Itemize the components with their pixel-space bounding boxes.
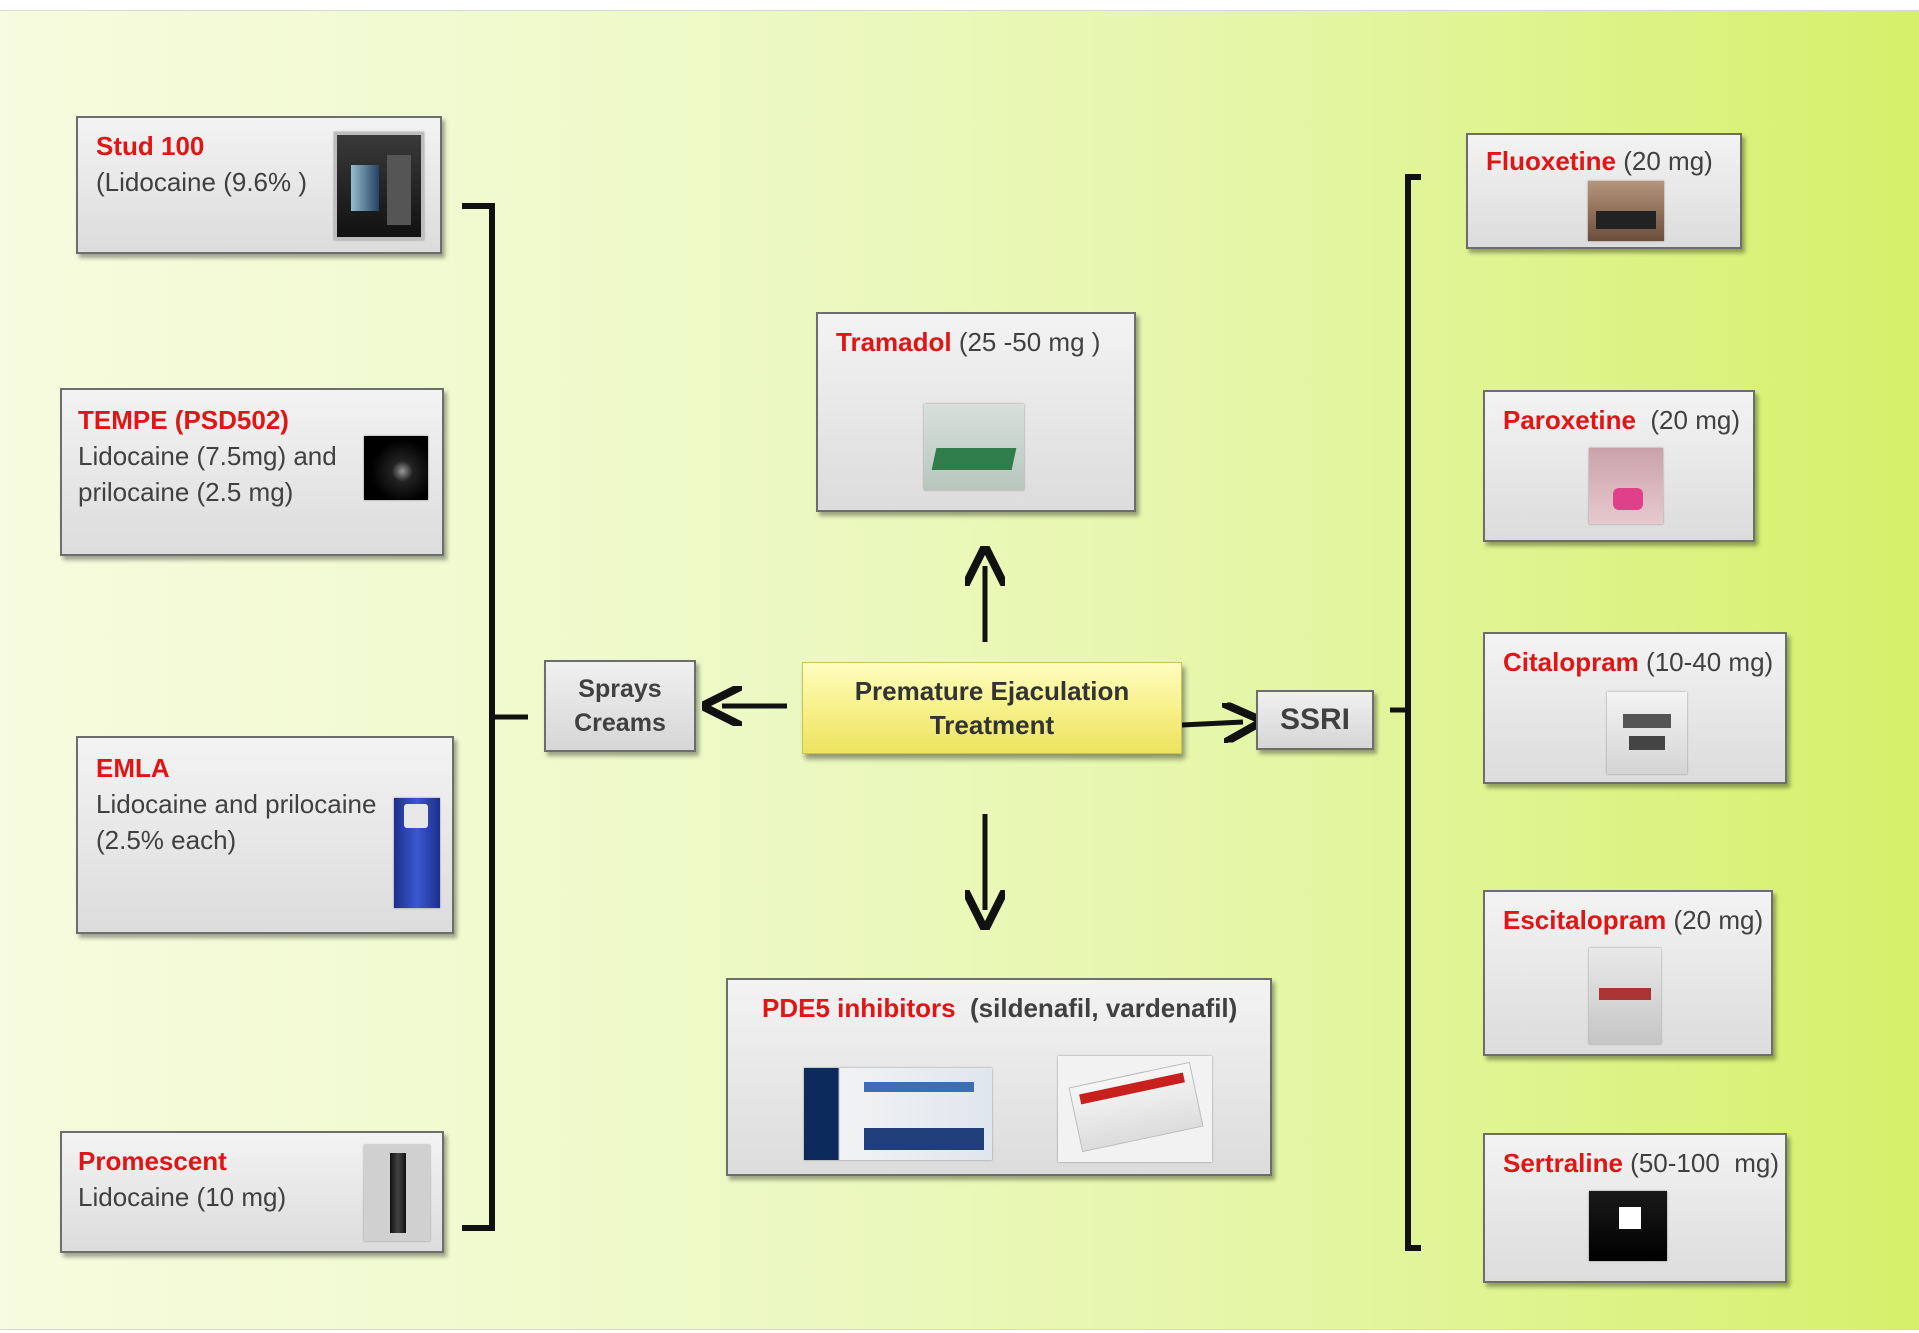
stud-100-product-image bbox=[334, 132, 424, 240]
escitalopram-bottle-image bbox=[1589, 948, 1661, 1044]
viagra-package-image bbox=[804, 1068, 992, 1160]
drug-name: EMLA bbox=[96, 753, 170, 783]
citalopram-bottle-image bbox=[1607, 692, 1687, 774]
sertraline-package-image bbox=[1589, 1191, 1667, 1261]
drug-description: (2.5% each) bbox=[96, 825, 237, 855]
drug-box-stud-100: Stud 100 (Lidocaine (9.6% ) bbox=[76, 116, 442, 254]
drug-dose: (20 mg) bbox=[1616, 146, 1713, 176]
drug-box-tramadol: Tramadol (25 -50 mg ) bbox=[816, 312, 1136, 512]
drug-box-tempe: TEMPE (PSD502) Lidocaine (7.5mg) and pri… bbox=[60, 388, 444, 556]
drug-dose: (20 mg) bbox=[1635, 405, 1740, 435]
tramadol-package-image bbox=[924, 404, 1024, 490]
drug-name: PDE5 inhibitors bbox=[762, 993, 956, 1023]
drug-box-promescent: Promescent Lidocaine (10 mg) bbox=[60, 1131, 444, 1253]
center-title-line1: Premature Ejaculation bbox=[854, 676, 1130, 706]
ssri-node: SSRI bbox=[1256, 690, 1374, 750]
drug-name: Sertraline bbox=[1503, 1148, 1623, 1178]
sprays-creams-node: Sprays Creams bbox=[544, 660, 696, 752]
left-bracket bbox=[462, 203, 495, 1231]
creams-label: Creams bbox=[574, 709, 666, 737]
drug-box-sertraline: Sertraline (50-100 mg) bbox=[1483, 1133, 1787, 1283]
drug-name: Paroxetine bbox=[1503, 405, 1636, 435]
drug-dose: (10-40 mg) bbox=[1638, 647, 1774, 677]
drug-dose: (sildenafil, vardenafil) bbox=[955, 993, 1238, 1023]
arrow-to-ssri bbox=[1181, 722, 1243, 725]
drug-description: (Lidocaine (9.6% ) bbox=[96, 167, 307, 197]
drug-dose: (20 mg) bbox=[1666, 905, 1764, 935]
drug-box-escitalopram: Escitalopram (20 mg) bbox=[1483, 890, 1773, 1056]
drug-name: Citalopram bbox=[1503, 647, 1639, 677]
tempe-spray-image bbox=[364, 436, 428, 500]
drug-box-pde5: PDE5 inhibitors (sildenafil, vardenafil) bbox=[726, 978, 1272, 1176]
drug-name: Promescent bbox=[78, 1146, 227, 1176]
drug-name: Escitalopram bbox=[1503, 905, 1667, 935]
emla-tube-image bbox=[394, 798, 440, 908]
drug-name: Fluoxetine bbox=[1486, 146, 1617, 176]
drug-box-fluoxetine: Fluoxetine (20 mg) bbox=[1466, 133, 1742, 249]
drug-description: Lidocaine and prilocaine bbox=[96, 789, 377, 819]
drug-name: Tramadol bbox=[836, 327, 952, 357]
sprays-label: Sprays bbox=[578, 675, 662, 703]
right-bracket bbox=[1405, 174, 1421, 1251]
drug-description: prilocaine (2.5 mg) bbox=[78, 477, 294, 507]
promescent-bottle-image bbox=[364, 1145, 430, 1241]
drug-box-citalopram: Citalopram (10-40 mg) bbox=[1483, 632, 1787, 784]
drug-box-emla: EMLA Lidocaine and prilocaine (2.5% each… bbox=[76, 736, 454, 934]
drug-name: TEMPE (PSD502) bbox=[78, 405, 289, 435]
center-title-line2: Treatment bbox=[929, 710, 1055, 740]
drug-dose: (25 -50 mg ) bbox=[951, 327, 1101, 357]
drug-dose: (50-100 mg) bbox=[1622, 1148, 1780, 1178]
levitra-package-image bbox=[1058, 1056, 1212, 1162]
drug-name: Stud 100 bbox=[96, 131, 205, 161]
drug-description: Lidocaine (10 mg) bbox=[78, 1182, 287, 1212]
ssri-label: SSRI bbox=[1279, 703, 1351, 736]
fluoxetine-package-image bbox=[1588, 181, 1664, 241]
central-treatment-node: Premature Ejaculation Treatment bbox=[802, 662, 1182, 754]
drug-description: Lidocaine (7.5mg) and bbox=[78, 441, 337, 471]
drug-box-paroxetine: Paroxetine (20 mg) bbox=[1483, 390, 1755, 542]
paroxetine-package-image bbox=[1589, 448, 1663, 524]
